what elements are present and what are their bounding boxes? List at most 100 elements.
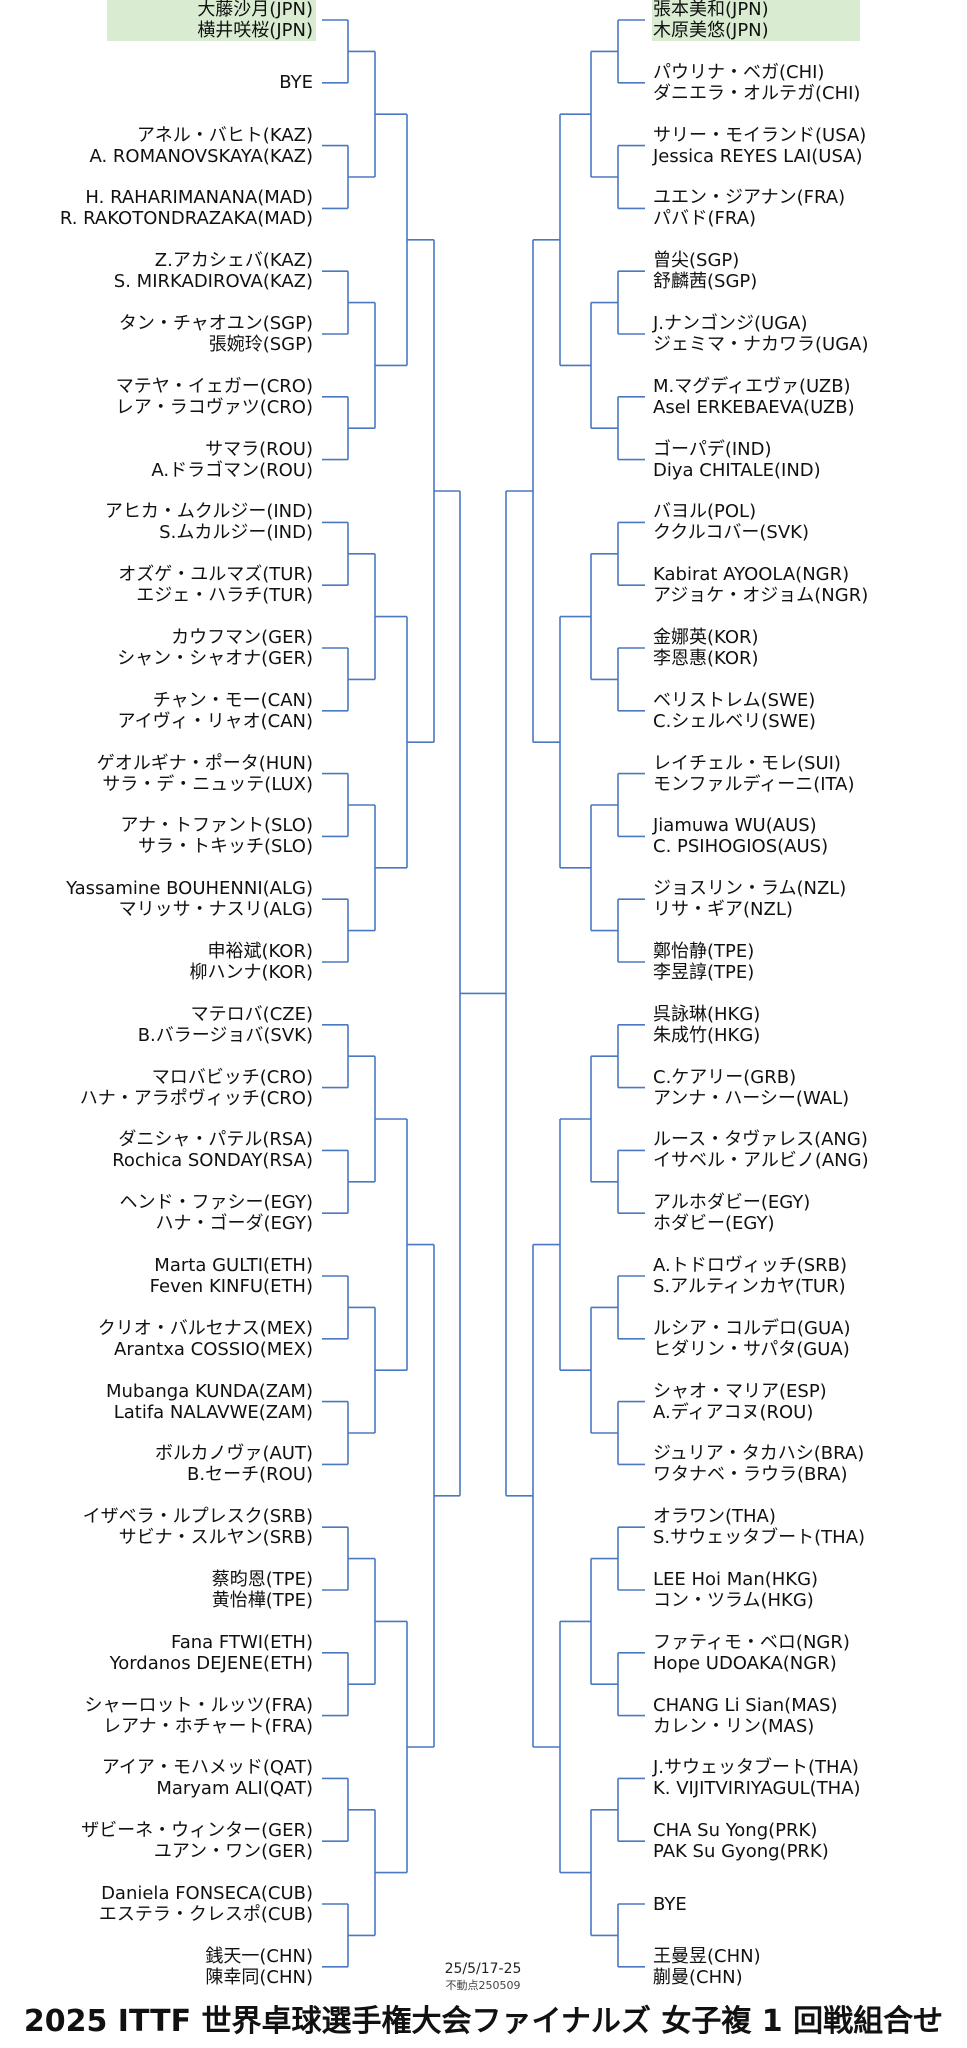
player-name: 木原美悠(JPN): [653, 20, 769, 41]
right-draw-entry: ジョスリン・ラム(NZL)リサ・ギア(NZL): [652, 878, 967, 920]
player-name: アルホダビー(EGY): [653, 1192, 811, 1214]
player-name: タン・チャオユン(SGP): [118, 313, 313, 334]
right-draw-entry: M.マグディエヴァ(UZB)Asel ERKEBAEVA(UZB): [652, 376, 967, 418]
player-name: サマラ(ROU): [205, 438, 313, 460]
player-name: Rochica SONDAY(RSA): [112, 1150, 313, 1172]
player-name: ホダビー(EGY): [653, 1213, 775, 1235]
player-name: クリオ・バルセナス(MEX): [97, 1317, 313, 1339]
player-name: C.シェルベリ(SWE): [653, 710, 816, 732]
player-name: シャン・シャオナ(GER): [117, 648, 313, 669]
player-name: 鄭怡静(TPE): [653, 941, 755, 962]
player-name: ダニエラ・オルテガ(CHI): [653, 82, 861, 104]
player-name: エステラ・クレスポ(CUB): [98, 1904, 313, 1925]
player-name: ゲオルギナ・ポータ(HUN): [96, 752, 313, 774]
player-name: K. VIJITVIRIYAGUL(THA): [653, 1778, 861, 1800]
player-name: ヒダリン・サパタ(GUA): [653, 1338, 850, 1360]
right-draw-entry: ルース・タヴァレス(ANG)イサベル・アルビノ(ANG): [652, 1129, 967, 1171]
player-name: マリッサ・ナスリ(ALG): [118, 899, 313, 921]
player-name: 陳幸同(CHN): [205, 1966, 313, 1988]
player-name: パバド(FRA): [653, 208, 757, 230]
player-name: マロバビッチ(CRO): [151, 1066, 313, 1088]
player-name: シャーロット・ルッツ(FRA): [84, 1694, 314, 1716]
player-name: サビナ・スルヤン(SRB): [118, 1527, 313, 1549]
player-name: 金娜英(KOR): [653, 627, 759, 648]
left-draw-entry: チャン・モー(CAN)アイヴィ・リャオ(CAN): [0, 690, 316, 732]
player-name: S. MIRKADIROVA(KAZ): [113, 271, 313, 293]
player-name: 張本美和(JPN): [653, 0, 769, 20]
right-draw-entry: J.サウェッタブート(THA)K. VIJITVIRIYAGUL(THA): [652, 1757, 967, 1799]
player-name: サラ・トキッチ(SLO): [137, 836, 313, 858]
player-name: パウリナ・ベガ(CHI): [653, 61, 825, 83]
player-name: Mubanga KUNDA(ZAM): [105, 1380, 313, 1402]
player-name: ジュリア・タカハシ(BRA): [653, 1443, 865, 1465]
player-name: サラ・デ・ニュッテ(LUX): [102, 773, 313, 795]
player-name: ボルカノヴァ(AUT): [155, 1443, 313, 1465]
player-name: Jiamuwa WU(AUS): [653, 815, 817, 837]
player-name: レアナ・ホチャート(FRA): [103, 1715, 313, 1737]
bye-label: BYE: [279, 72, 313, 94]
left-draw-entry: ヘンド・ファシー(EGY)ハナ・ゴーダ(EGY): [0, 1192, 316, 1234]
player-name: サリー・モイランド(USA): [653, 124, 867, 146]
player-name: カレン・リン(MAS): [653, 1715, 815, 1737]
player-name: コン・ツラム(HKG): [653, 1590, 814, 1611]
player-name: ルシア・コルデロ(GUA): [653, 1317, 851, 1339]
player-name: ワタナベ・ラウラ(BRA): [653, 1464, 848, 1486]
player-name: アジョケ・オジョム(NGR): [653, 585, 869, 607]
player-name: イザベラ・ルプレスク(SRB): [82, 1506, 313, 1528]
player-name: イサベル・アルビノ(ANG): [653, 1150, 869, 1172]
left-draw-entry: タン・チャオユン(SGP)張婉玲(SGP): [0, 313, 316, 355]
player-name: 黄怡樺(TPE): [211, 1590, 313, 1611]
player-name: B.セーチ(ROU): [187, 1464, 313, 1486]
player-name: ザビーネ・ウィンター(GER): [81, 1820, 313, 1842]
player-name: ダニシャ・パテル(RSA): [118, 1129, 313, 1151]
right-draw-entry: C.ケアリー(GRB)アンナ・ハーシー(WAL): [652, 1067, 967, 1109]
player-name: Jessica REYES LAI(USA): [653, 145, 863, 167]
right-draw-entry: ルシア・コルデロ(GUA)ヒダリン・サパタ(GUA): [652, 1318, 967, 1360]
player-name: ジョスリン・ラム(NZL): [653, 878, 847, 900]
left-draw-entry: マロバビッチ(CRO)ハナ・アラポヴィッチ(CRO): [0, 1067, 316, 1109]
player-name: ジェミマ・ナカワラ(UGA): [653, 334, 869, 355]
player-name: モンファルディーニ(ITA): [653, 773, 855, 795]
player-name: ククルコバー(SVK): [653, 522, 809, 544]
player-name: 李昱諄(TPE): [653, 962, 755, 983]
left-draw-entry: 大藤沙月(JPN)横井咲桜(JPN): [107, 0, 316, 41]
right-draw-entry: レイチェル・モレ(SUI)モンファルディーニ(ITA): [652, 753, 967, 795]
player-name: 張婉玲(SGP): [208, 334, 313, 355]
player-name: ハナ・ゴーダ(EGY): [155, 1213, 313, 1235]
player-name: アンナ・ハーシー(WAL): [653, 1087, 850, 1109]
player-name: 李恩惠(KOR): [653, 648, 759, 669]
player-name: レイチェル・モレ(SUI): [653, 752, 841, 774]
right-draw-entry: バヨル(POL)ククルコバー(SVK): [652, 501, 967, 543]
right-draw-entry: 曾尖(SGP)舒麟茜(SGP): [652, 250, 967, 292]
player-name: Diya CHITALE(IND): [653, 459, 821, 481]
left-draw-entry: アネル・バヒト(KAZ)A. ROMANOVSKAYA(KAZ): [0, 125, 316, 167]
player-name: Latifa NALAVWE(ZAM): [113, 1401, 313, 1423]
right-draw-entry: ゴーパデ(IND)Diya CHITALE(IND): [652, 439, 967, 481]
player-name: Fana FTWI(ETH): [171, 1631, 313, 1653]
player-name: C. PSIHOGIOS(AUS): [653, 836, 829, 858]
left-draw-entry: クリオ・バルセナス(MEX)Arantxa COSSIO(MEX): [0, 1318, 316, 1360]
player-name: 蔡昀恩(TPE): [211, 1569, 313, 1590]
right-draw-entry: ユエン・ジアナン(FRA)パバド(FRA): [652, 187, 967, 229]
player-name: A.トドロヴィッチ(SRB): [653, 1255, 848, 1276]
player-name: M.マグディエヴァ(UZB): [653, 375, 851, 397]
player-name: Marta GULTI(ETH): [154, 1255, 313, 1276]
player-name: CHANG Li Sian(MAS): [653, 1694, 838, 1716]
player-name: CHA Su Yong(PRK): [653, 1820, 818, 1842]
right-draw-entry: 王曼昱(CHN)蒯曼(CHN): [652, 1946, 967, 1988]
page-title: 2025 ITTF 世界卓球選手権大会ファイナルズ 女子複 1 回戦組合せ: [23, 2004, 944, 2039]
player-name: PAK Su Gyong(PRK): [653, 1841, 829, 1863]
player-name: C.ケアリー(GRB): [653, 1066, 797, 1088]
right-draw-entry: ジュリア・タカハシ(BRA)ワタナベ・ラウラ(BRA): [652, 1443, 967, 1485]
player-name: 呉詠琳(HKG): [653, 1003, 761, 1025]
player-name: 曾尖(SGP): [653, 250, 740, 272]
player-name: 申裕斌(KOR): [207, 941, 313, 962]
player-name: ベリストレム(SWE): [653, 689, 816, 711]
player-name: オズゲ・ユルマズ(TUR): [118, 564, 313, 586]
player-name: Hope UDOAKA(NGR): [653, 1652, 837, 1674]
left-draw-entry: ダニシャ・パテル(RSA)Rochica SONDAY(RSA): [0, 1129, 316, 1171]
player-name: チャン・モー(CAN): [152, 689, 313, 711]
player-name: ファティモ・ベロ(NGR): [653, 1631, 850, 1653]
player-name: 蒯曼(CHN): [653, 1966, 743, 1988]
left-draw-entry: BYE: [0, 72, 316, 93]
